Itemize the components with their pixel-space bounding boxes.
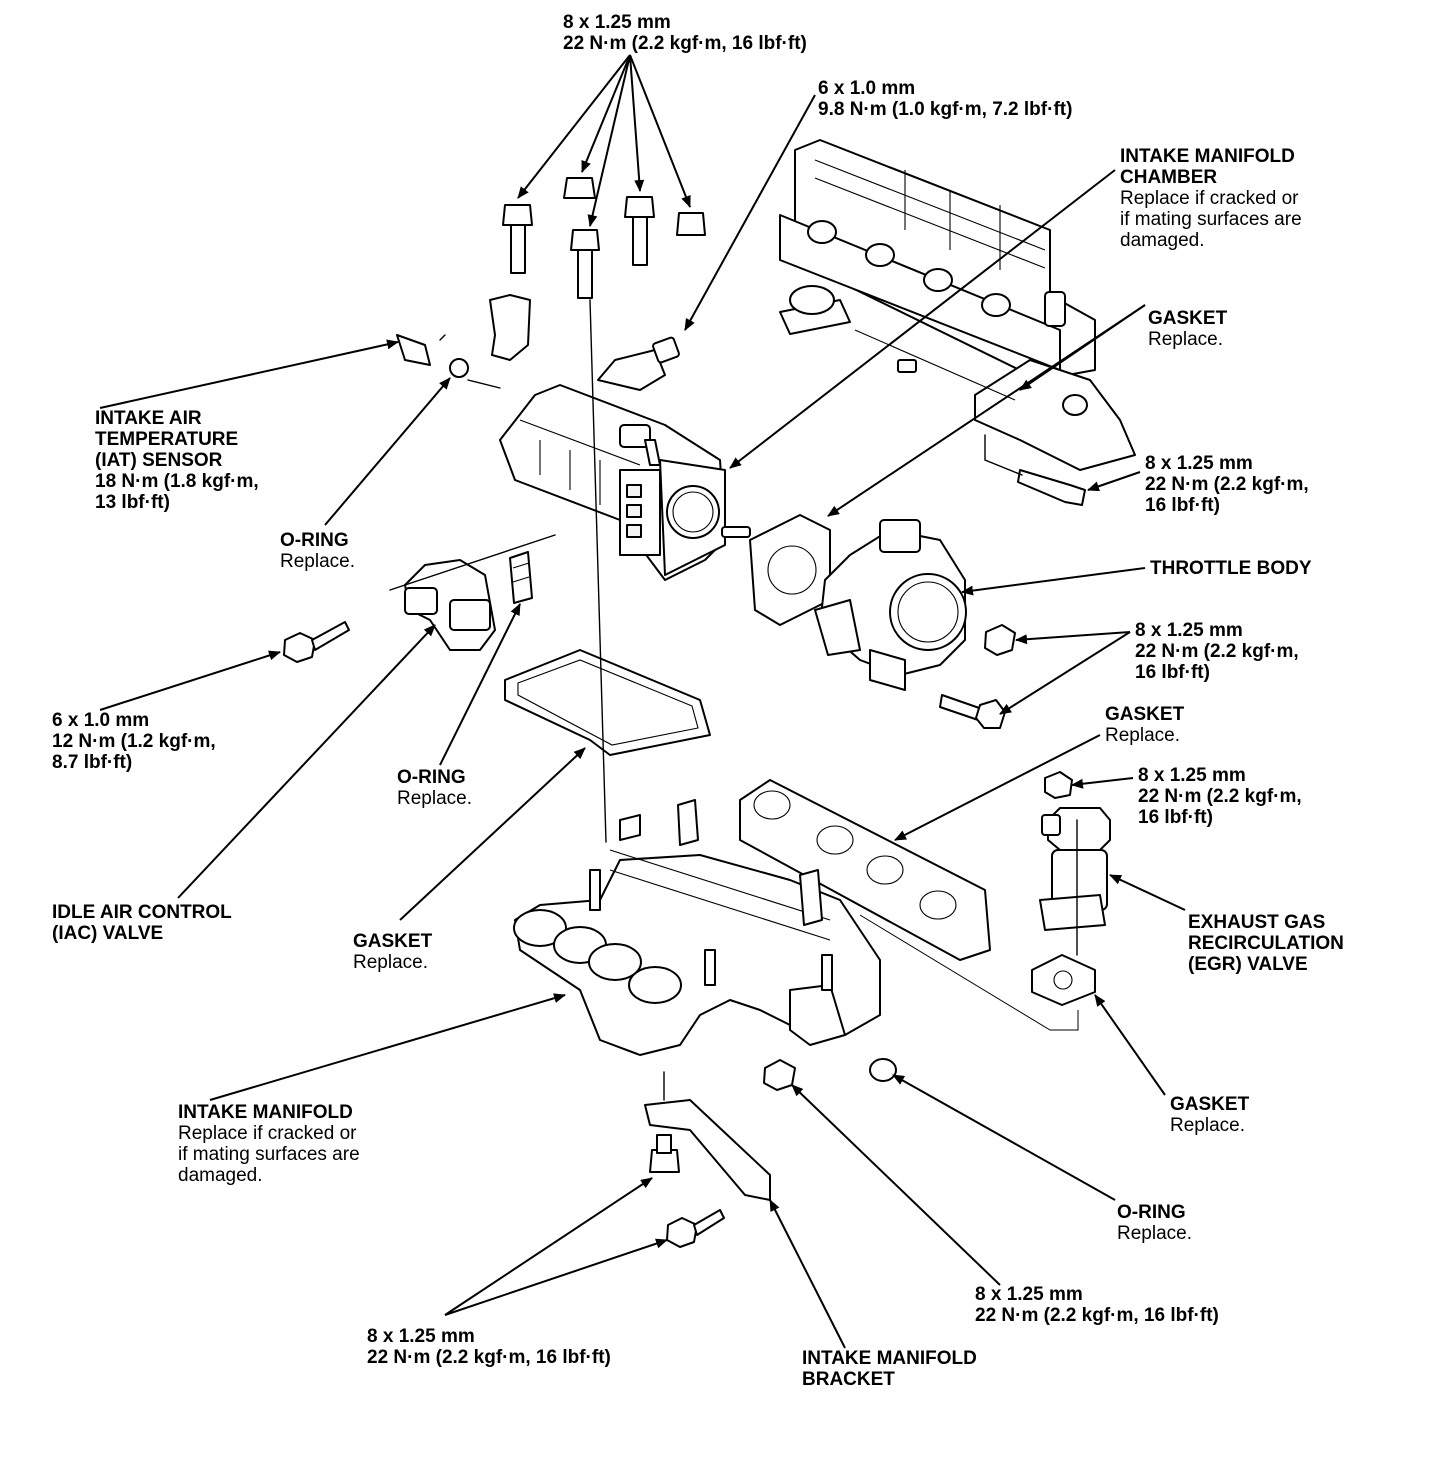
line: 8 x 1.25 mm xyxy=(1135,620,1243,641)
line: O-RING xyxy=(1117,1202,1186,1223)
line: 22 N·m (2.2 kgf·m, xyxy=(1145,474,1309,495)
line: O-RING xyxy=(397,767,466,788)
line: 12 N·m (1.2 kgf·m, xyxy=(52,731,216,752)
label-o-ring-iat: O-RING Replace. xyxy=(280,530,355,572)
line: CHAMBER xyxy=(1120,167,1218,188)
line: INTAKE AIR xyxy=(95,408,202,429)
label-gasket-egr: GASKET Replace. xyxy=(1170,1094,1249,1136)
line: Replace. xyxy=(280,551,355,572)
label-intake-manifold: INTAKE MANIFOLD Replace if cracked or if… xyxy=(178,1102,360,1186)
label-iat-sensor: INTAKE AIR TEMPERATURE (IAT) SENSOR 18 N… xyxy=(95,408,259,513)
line: EXHAUST GAS xyxy=(1188,912,1326,933)
label-top-bolt-spec: 8 x 1.25 mm 22 N·m (2.2 kgf·m, 16 lbf·ft… xyxy=(563,12,807,54)
exhaust-gasket-illustration xyxy=(739,779,991,961)
assembly-centerlines xyxy=(389,299,1079,1101)
egr-valve-illustration xyxy=(1031,771,1111,1006)
label-o-ring-lower: O-RING Replace. xyxy=(1117,1202,1192,1244)
line: 6 x 1.0 mm xyxy=(818,78,916,99)
throttle-body-illustration xyxy=(814,519,1016,729)
label-gasket-exhaust: GASKET Replace. xyxy=(1105,704,1184,746)
line: (EGR) VALVE xyxy=(1188,954,1308,975)
line: GASKET xyxy=(353,931,433,952)
line: Replace. xyxy=(353,952,428,973)
line: Replace if cracked or xyxy=(1120,188,1299,209)
line: Replace. xyxy=(1148,329,1223,350)
line: THROTTLE BODY xyxy=(1150,558,1312,579)
line: IDLE AIR CONTROL xyxy=(52,902,232,923)
line: 22 N·m (2.2 kgf·m, 16 lbf·ft) xyxy=(563,33,807,54)
label-throttle-body: THROTTLE BODY xyxy=(1150,558,1312,579)
line: damaged. xyxy=(178,1165,263,1186)
line: 18 N·m (1.8 kgf·m, xyxy=(95,471,259,492)
label-egr-valve: EXHAUST GAS RECIRCULATION (EGR) VALVE xyxy=(1188,912,1344,975)
label-egr-nut-spec: 8 x 1.25 mm 22 N·m (2.2 kgf·m, 16 lbf·ft… xyxy=(1138,765,1302,828)
line: Replace. xyxy=(1170,1115,1245,1136)
line: if mating surfaces are xyxy=(178,1144,360,1165)
line: 8 x 1.25 mm xyxy=(1138,765,1246,786)
top-fasteners xyxy=(396,177,1086,506)
line: GASKET xyxy=(1170,1094,1250,1115)
line: INTAKE MANIFOLD xyxy=(802,1348,977,1369)
line: GASKET xyxy=(1148,308,1228,329)
label-idle-air-control-valve: IDLE AIR CONTROL (IAC) VALVE xyxy=(52,902,232,944)
iac-valve-illustration xyxy=(283,551,533,663)
line: 8 x 1.25 mm xyxy=(975,1284,1083,1305)
line: O-RING xyxy=(280,530,349,551)
label-bracket-lower-bolt-spec: 8 x 1.25 mm 22 N·m (2.2 kgf·m, 16 lbf·ft… xyxy=(367,1326,611,1368)
line: 22 N·m (2.2 kgf·m, 16 lbf·ft) xyxy=(367,1347,611,1368)
line: (IAC) VALVE xyxy=(52,923,164,944)
line: 22 N·m (2.2 kgf·m, 16 lbf·ft) xyxy=(975,1305,1219,1326)
label-intake-manifold-bracket: INTAKE MANIFOLD BRACKET xyxy=(802,1348,977,1390)
label-chamber-bolt-spec: 8 x 1.25 mm 22 N·m (2.2 kgf·m, 16 lbf·ft… xyxy=(1145,453,1309,516)
line: 16 lbf·ft) xyxy=(1145,495,1220,516)
label-iac-bolt-spec: 6 x 1.0 mm 12 N·m (1.2 kgf·m, 8.7 lbf·ft… xyxy=(52,710,216,773)
line: 9.8 N·m (1.0 kgf·m, 7.2 lbf·ft) xyxy=(818,99,1073,120)
label-throttle-bolt-spec: 8 x 1.25 mm 22 N·m (2.2 kgf·m, 16 lbf·ft… xyxy=(1135,620,1299,683)
line: GASKET xyxy=(1105,704,1185,725)
line: BRACKET xyxy=(802,1369,895,1390)
label-manifold-nut-spec: 8 x 1.25 mm 22 N·m (2.2 kgf·m, 16 lbf·ft… xyxy=(975,1284,1219,1326)
line: TEMPERATURE xyxy=(95,429,239,450)
leader-arrows xyxy=(99,54,1186,1349)
line: Replace if cracked or xyxy=(178,1123,357,1144)
line: 6 x 1.0 mm xyxy=(52,710,150,731)
line: Replace. xyxy=(1117,1223,1192,1244)
line: INTAKE MANIFOLD xyxy=(1120,146,1295,167)
line: if mating surfaces are xyxy=(1120,209,1302,230)
line: 8 x 1.25 mm xyxy=(563,12,671,33)
cylinder-head-illustration xyxy=(779,139,1136,471)
line: 8 x 1.25 mm xyxy=(1145,453,1253,474)
line: 8.7 lbf·ft) xyxy=(52,752,133,773)
line: Replace. xyxy=(1105,725,1180,746)
line: 22 N·m (2.2 kgf·m, xyxy=(1135,641,1299,662)
line: 16 lbf·ft) xyxy=(1135,662,1210,683)
line: 13 lbf·ft) xyxy=(95,492,170,513)
line: damaged. xyxy=(1120,230,1205,251)
line: INTAKE MANIFOLD xyxy=(178,1102,353,1123)
intake-manifold-chamber-illustration xyxy=(499,384,751,581)
label-bracket-bolt-spec: 6 x 1.0 mm 9.8 N·m (1.0 kgf·m, 7.2 lbf·f… xyxy=(818,78,1072,120)
label-gasket-upper: GASKET Replace. xyxy=(1148,308,1227,350)
lower-gasket-illustration xyxy=(504,649,711,756)
line: 16 lbf·ft) xyxy=(1138,807,1213,828)
intake-manifold-bracket-illustration xyxy=(644,1099,771,1248)
line: 8 x 1.25 mm xyxy=(367,1326,475,1347)
line: 22 N·m (2.2 kgf·m, xyxy=(1138,786,1302,807)
line: RECIRCULATION xyxy=(1188,933,1344,954)
label-o-ring-iac: O-RING Replace. xyxy=(397,767,472,809)
label-intake-manifold-chamber: INTAKE MANIFOLD CHAMBER Replace if crack… xyxy=(1120,146,1302,251)
line: Replace. xyxy=(397,788,472,809)
intake-manifold-illustration xyxy=(513,799,897,1091)
line: (IAT) SENSOR xyxy=(95,450,223,471)
label-gasket-chamber-lower: GASKET Replace. xyxy=(353,931,432,973)
